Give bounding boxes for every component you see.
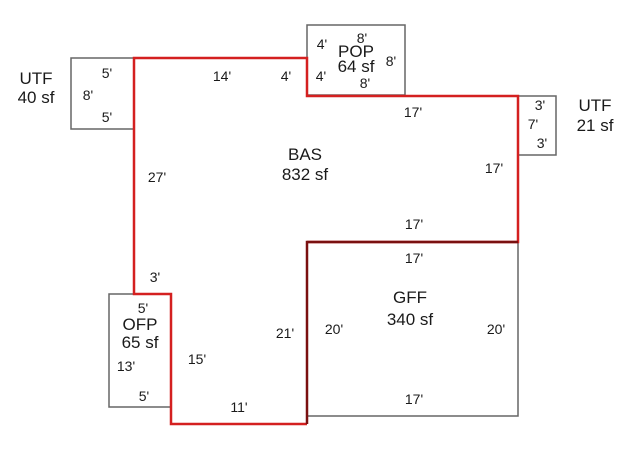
dim-pop-right: 8' [386, 53, 396, 69]
dim-ofp-top: 5' [138, 300, 148, 316]
dim-bas-top-left: 14' [213, 68, 231, 84]
dim-bas-inner-left: 15' [188, 351, 206, 367]
pop-label: POP [338, 42, 374, 61]
dim-gff-top: 17' [405, 250, 423, 266]
dim-bas-inner-vertical: 21' [276, 325, 294, 341]
dim-utf-right-side: 7' [528, 116, 538, 132]
dim-bas-bottom-left: 11' [230, 399, 247, 415]
bas-area: 832 sf [282, 165, 329, 184]
bas-gff-shared-wall [305, 240, 518, 424]
dim-bas-right-top: 17' [404, 104, 422, 120]
utf-right-label: UTF [578, 96, 611, 115]
dim-bas-bottom: 17' [405, 216, 423, 232]
dim-pop-left-top: 4' [317, 36, 327, 52]
dim-utf-right-top: 3' [535, 97, 545, 113]
dim-gff-bottom: 17' [405, 391, 423, 407]
dim-pop-top: 8' [357, 30, 367, 46]
dim-ofp-bottom: 5' [139, 388, 149, 404]
dim-gff-left: 20' [325, 321, 343, 337]
gff-label: GFF [393, 288, 427, 307]
ofp-label: OFP [123, 315, 158, 334]
dim-pop-left-bottom: 4' [316, 68, 326, 84]
dim-utf-left-bottom: 5' [102, 109, 112, 125]
ofp-area: 65 sf [122, 333, 159, 352]
dim-bas-top-right: 4' [281, 68, 291, 84]
dim-bas-left-small: 3' [150, 269, 160, 285]
dim-utf-right-bottom: 3' [537, 135, 547, 151]
bas-outline [132, 56, 520, 426]
bas-label: BAS [288, 145, 322, 164]
dim-gff-right: 20' [487, 321, 505, 337]
dim-pop-bottom: 8' [360, 75, 370, 91]
dim-ofp-side: 13' [117, 358, 135, 374]
pop-area: 64 sf [338, 57, 375, 76]
dim-bas-left: 27' [148, 169, 166, 185]
dim-utf-left-side: 8' [83, 87, 93, 103]
utf-right-area: 21 sf [577, 116, 614, 135]
utf-left-label: UTF [19, 69, 52, 88]
dim-bas-right-side: 17' [485, 160, 503, 176]
dim-utf-left-top: 5' [102, 65, 112, 81]
gff-area: 340 sf [387, 310, 434, 329]
utf-left-area: 40 sf [18, 88, 55, 107]
